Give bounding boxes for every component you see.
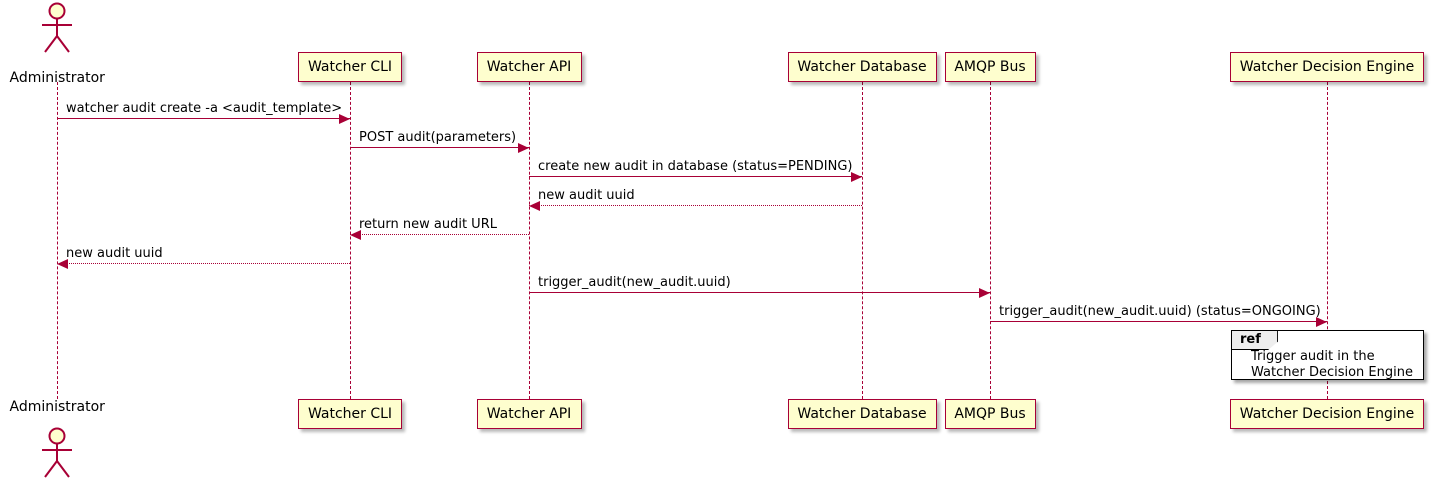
participant-bottom-watcher-database[interactable]: Watcher Database (787, 399, 937, 429)
arrow-head-msg-watcher-audit-create (339, 113, 350, 124)
message-label-msg-new-audit-uuid-db: new audit uuid (538, 188, 635, 203)
lifeline-watcher-decision-engine (1327, 82, 1328, 399)
participant-top-watcher-decision-engine[interactable]: Watcher Decision Engine (1230, 52, 1424, 82)
message-label-msg-trigger-audit: trigger_audit(new_audit.uuid) (538, 275, 731, 290)
actor-label-top-administrator: Administrator (9, 70, 105, 86)
ref-text-line-2: Watcher Decision Engine (1251, 365, 1413, 381)
arrow-head-msg-post-audit (518, 142, 529, 153)
participant-top-watcher-database[interactable]: Watcher Database (787, 52, 937, 82)
message-line-msg-post-audit (350, 147, 529, 148)
message-label-msg-create-new-audit: create new audit in database (status=PEN… (538, 159, 853, 174)
message-line-msg-new-audit-uuid-cli (57, 263, 350, 264)
lifeline-watcher-api (529, 82, 530, 399)
arrow-head-msg-return-new-audit-url (350, 229, 361, 240)
actor-figure (42, 427, 72, 478)
message-label-msg-return-new-audit-url: return new audit URL (359, 217, 497, 232)
message-label-msg-trigger-audit-ongoing: trigger_audit(new_audit.uuid) (status=ON… (999, 304, 1321, 319)
participant-bottom-watcher-decision-engine[interactable]: Watcher Decision Engine (1230, 399, 1424, 429)
message-line-msg-return-new-audit-url (350, 234, 529, 235)
participant-top-watcher-cli[interactable]: Watcher CLI (298, 52, 402, 82)
message-label-msg-post-audit: POST audit(parameters) (359, 130, 517, 145)
participant-top-amqp-bus[interactable]: AMQP Bus (944, 52, 1036, 82)
lifeline-amqp-bus (990, 82, 991, 399)
arrow-head-msg-trigger-audit (979, 287, 990, 298)
participant-top-watcher-api[interactable]: Watcher API (476, 52, 582, 82)
message-line-msg-trigger-audit-ongoing (990, 321, 1327, 322)
actor-label-bottom-administrator: Administrator (9, 399, 105, 415)
message-line-msg-watcher-audit-create (57, 118, 350, 119)
lifeline-watcher-cli (350, 82, 351, 399)
arrow-head-msg-new-audit-uuid-cli (57, 258, 68, 269)
lifeline-administrator (57, 82, 58, 399)
ref-fragment: ref (1231, 330, 1424, 380)
actor-figure (42, 2, 72, 53)
arrow-head-msg-trigger-audit-ongoing (1316, 316, 1327, 327)
ref-text-line-1: Trigger audit in the (1251, 349, 1375, 364)
message-line-msg-create-new-audit (529, 176, 862, 177)
message-line-msg-trigger-audit (529, 292, 990, 293)
arrow-head-msg-new-audit-uuid-db (529, 200, 540, 211)
message-label-msg-watcher-audit-create: watcher audit create -a <audit_template> (66, 101, 343, 116)
arrow-head-msg-create-new-audit (851, 171, 862, 182)
lifeline-watcher-database (862, 82, 863, 399)
participant-bottom-watcher-api[interactable]: Watcher API (476, 399, 582, 429)
ref-tab-label: ref (1232, 331, 1278, 351)
message-label-msg-new-audit-uuid-cli: new audit uuid (66, 246, 163, 261)
participant-bottom-amqp-bus[interactable]: AMQP Bus (944, 399, 1036, 429)
message-line-msg-new-audit-uuid-db (529, 205, 862, 206)
participant-bottom-watcher-cli[interactable]: Watcher CLI (298, 399, 402, 429)
